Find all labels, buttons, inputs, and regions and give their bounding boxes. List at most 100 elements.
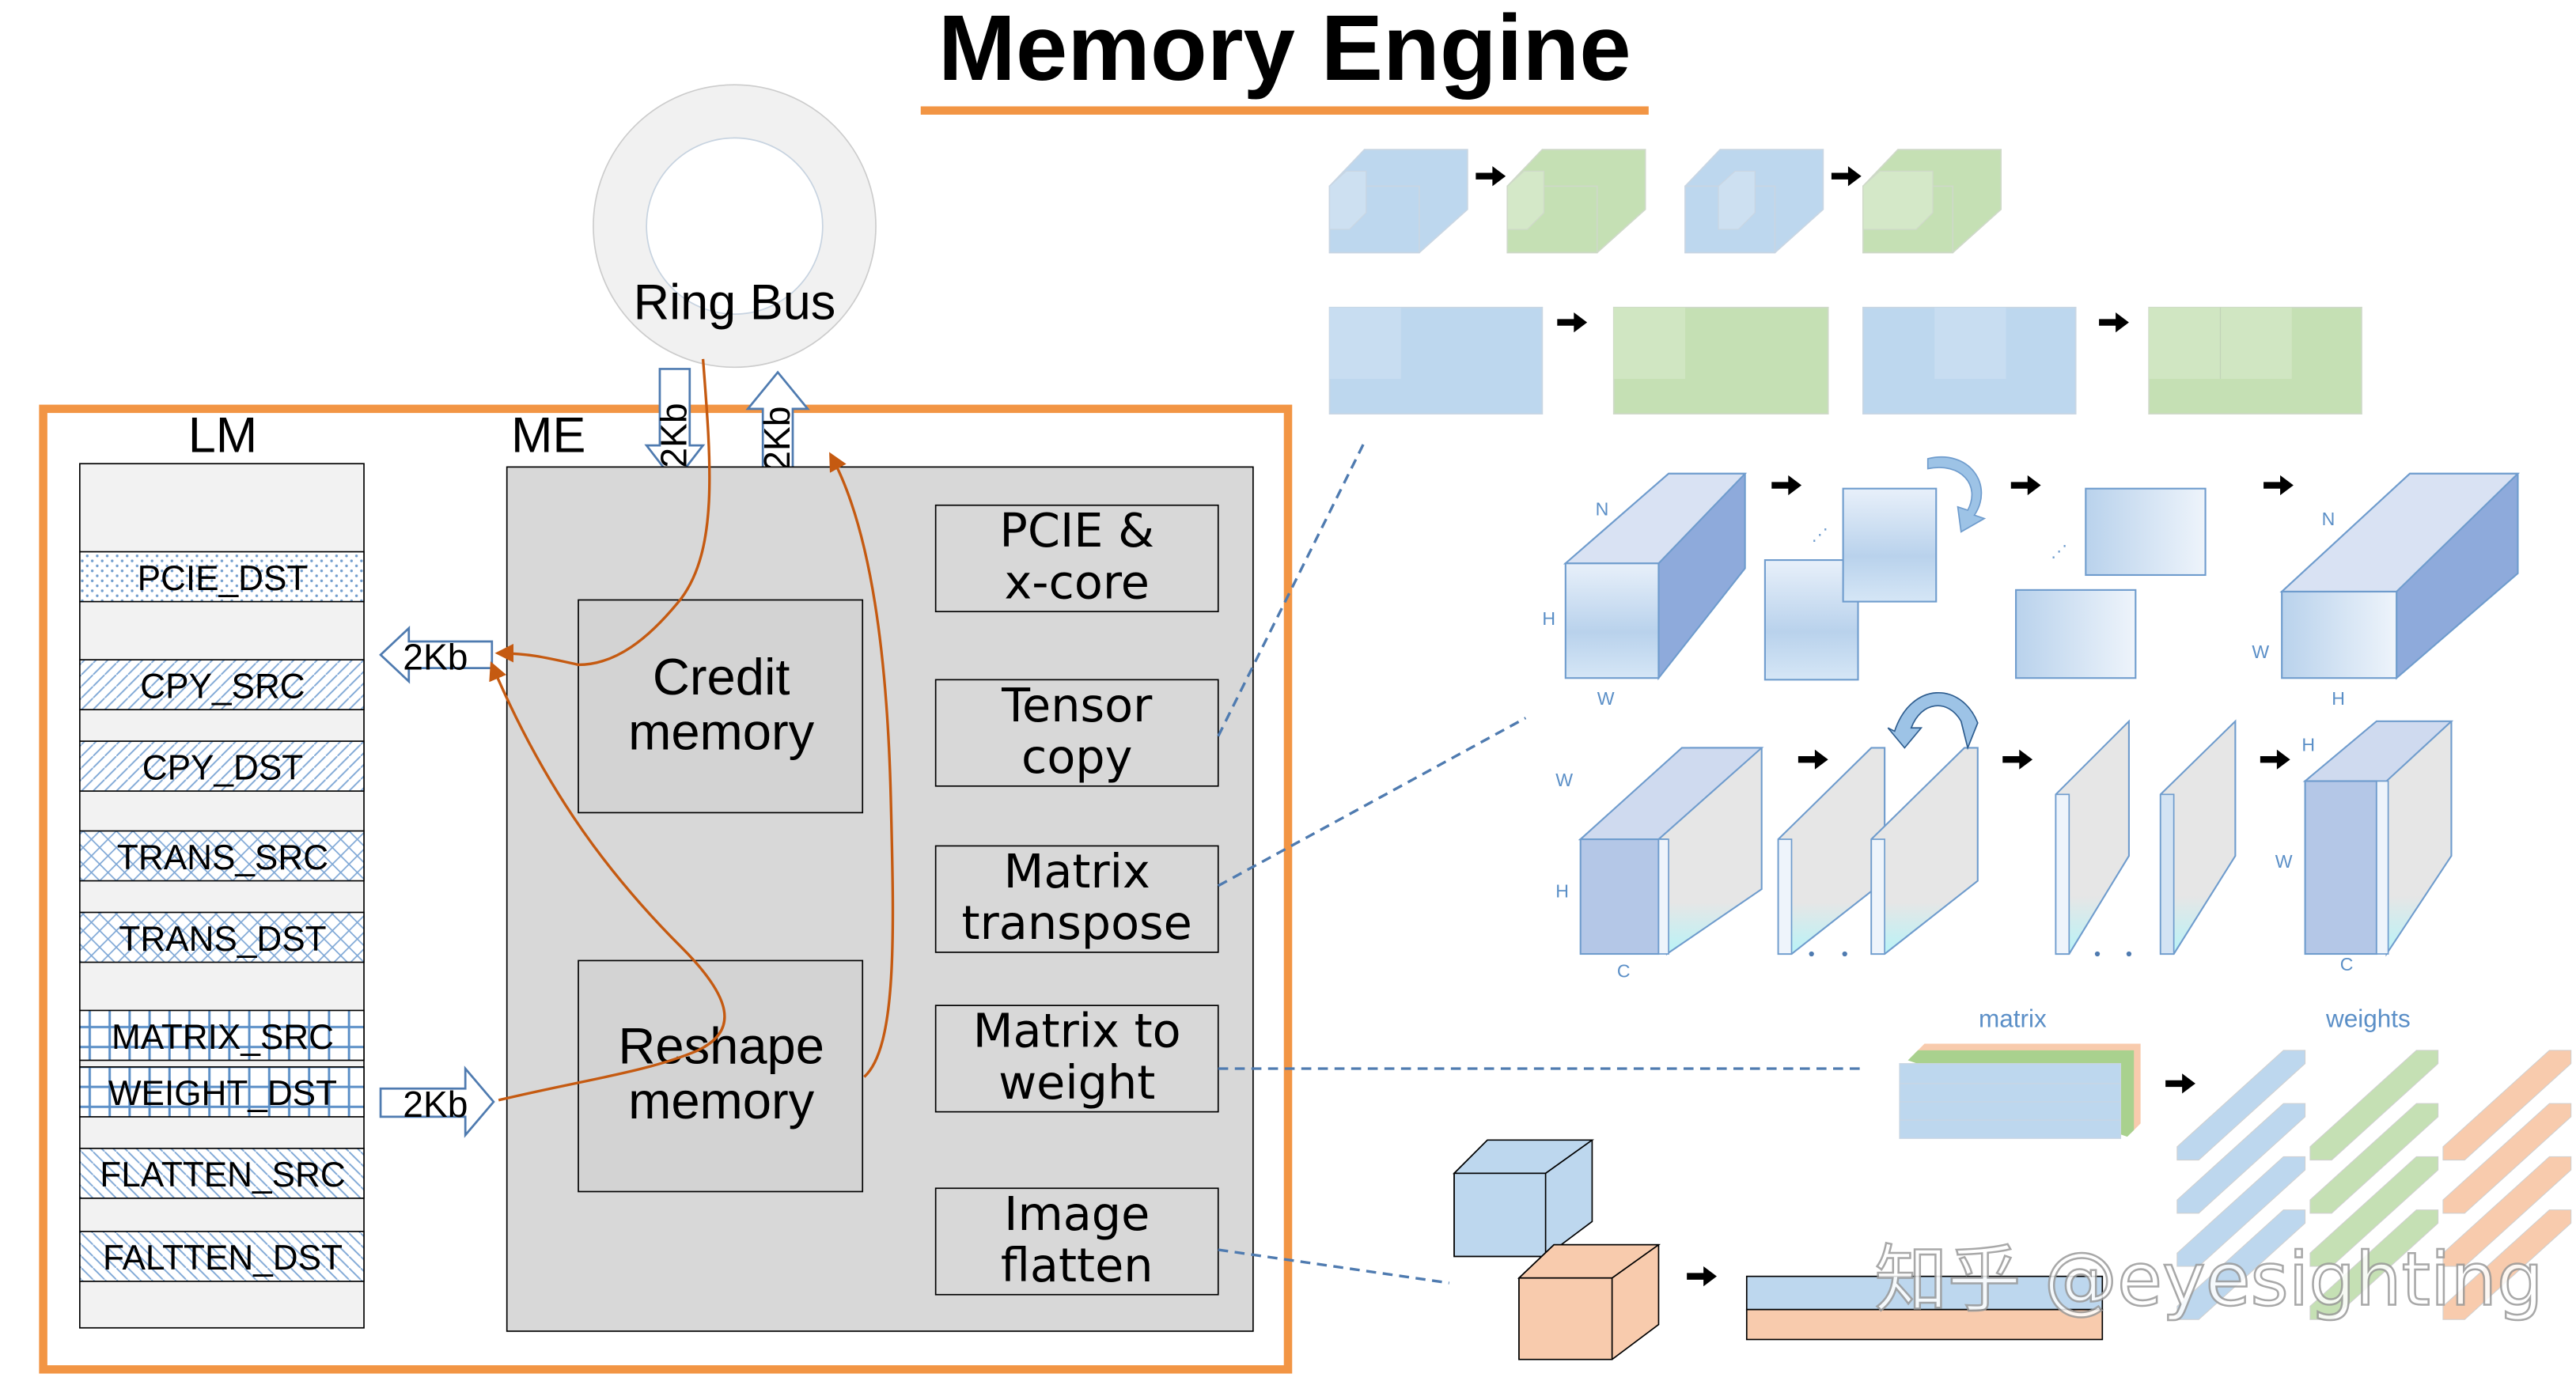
lm-region-trans-dst: TRANS_DST: [78, 911, 365, 963]
weight-bar: [2176, 1103, 2306, 1214]
lm-link-to-me-arrow: 2Kb: [379, 1065, 495, 1138]
arrow-icon: [2263, 475, 2294, 496]
arrow-icon: [2002, 749, 2033, 770]
link-tensor-copy: [1217, 437, 1368, 737]
function-label-line2: flatten: [1001, 1238, 1154, 1292]
axis-label-w: W: [2252, 641, 2269, 662]
tensor-3d-dst-2: [1862, 149, 2002, 254]
weight-bars: [2176, 1050, 2572, 1320]
bus-link-up-label: 2Kb: [756, 407, 797, 471]
tensor-3d-src-2: [1684, 149, 1824, 254]
weight-bar: [2442, 1209, 2572, 1320]
weight-bar: [2309, 1209, 2439, 1320]
function-label-line2: x-core: [1005, 554, 1150, 609]
weight-bar: [2176, 1156, 2306, 1267]
axis-label-h: H: [1542, 608, 1555, 629]
arrow-icon: [1687, 1266, 1717, 1287]
function-label-line1: Matrix to: [973, 1004, 1181, 1058]
axis-label-h: H: [1555, 881, 1569, 902]
lm-region-label: TRANS_SRC: [117, 838, 328, 877]
lm-region-trans-src: TRANS_SRC: [78, 830, 365, 882]
arrow-icon: [2165, 1073, 2195, 1094]
lm-region-faltten-dst: FALTTEN_DST: [78, 1231, 365, 1282]
function-label-line2: weight: [998, 1055, 1155, 1110]
credit-memory-line1: Credit: [653, 648, 790, 706]
matrix-transpose-nhw-illustration: N H W ⋰ ⋰ N W H: [1542, 456, 2521, 709]
lm-region-label: TRANS_DST: [119, 920, 326, 959]
weight-bar: [2309, 1050, 2439, 1161]
ellipsis: ⋰: [2051, 542, 2067, 561]
me-label: ME: [511, 407, 586, 463]
lm-region-label: MATRIX_SRC: [112, 1018, 334, 1057]
me-function-list: PCIE &x-coreTensorcopyMatrixtransposeMat…: [934, 503, 1219, 1296]
bus-link-up-arrow: 2Kb: [745, 370, 810, 485]
watermark: 知乎 @eyesighting: [1875, 1236, 2544, 1322]
lm-region-label: CPY_SRC: [140, 667, 305, 706]
me-function-pcie-x-core: PCIE &x-core: [934, 503, 1219, 613]
bus-link-down-label: 2Kb: [653, 403, 695, 467]
link-matrix-transpose: [1217, 717, 1527, 887]
function-label-line1: Tensor: [1001, 678, 1153, 732]
arrow-icon: [1771, 475, 1802, 496]
slab: [1870, 747, 1979, 955]
lm-region-weight-dst: WEIGHT_DST: [78, 1066, 365, 1118]
rotate-icon: [1926, 456, 1987, 533]
lm-region-cpy-dst: CPY_DST: [78, 740, 365, 792]
data-flow-curves: [489, 358, 895, 1102]
weight-bar: [2442, 1103, 2572, 1214]
rotate-icon: [1887, 692, 1979, 751]
arrow-icon: [2099, 312, 2129, 333]
lm-region-label: PCIE_DST: [138, 559, 309, 598]
matrix-label: matrix: [1979, 1004, 2047, 1032]
slice-back: [1842, 487, 1938, 603]
ellipsis: ⋰: [1812, 525, 1828, 544]
axis-label-w: W: [1597, 688, 1615, 709]
lm-link-to-lm-label: 2Kb: [403, 637, 468, 678]
matrix-to-weight-illustration: matrix weights: [1899, 1004, 2572, 1320]
function-label-line2: copy: [1021, 729, 1132, 784]
reshape-memory-line2: memory: [628, 1072, 815, 1130]
axis-label-n: N: [1596, 498, 1609, 519]
arrow-icon: [2010, 475, 2041, 496]
axis-label-w: W: [1555, 770, 1573, 790]
arrow-icon: [1557, 312, 1588, 333]
lm-region-matrix-src: MATRIX_SRC: [78, 1009, 365, 1061]
flow-ring-to-lm: [494, 358, 711, 667]
bus-link-down-arrow: 2Kb: [644, 368, 706, 484]
image-flatten-illustration: [1453, 1139, 2104, 1360]
arrow-icon: [1476, 166, 1506, 187]
credit-memory-block: Credit memory: [578, 599, 864, 814]
function-label-line1: PCIE &: [999, 503, 1154, 558]
lm-region-list: PCIE_DST CPY_SRC CPY_DST TRANS_SRC TRANS_DST…: [78, 551, 365, 1282]
slice-rotated-front: [2015, 588, 2137, 679]
weight-bar: [2442, 1050, 2572, 1161]
axis-label-h: H: [2332, 688, 2345, 709]
slice-rotated-back: [2085, 487, 2207, 577]
weight-bar: [2176, 1050, 2306, 1161]
tensor-copy-3d-illustration: [1328, 149, 2002, 254]
ring-bus-label: Ring Bus: [634, 274, 836, 330]
flow-lm-to-lm: [489, 661, 726, 1102]
function-label-line1: Matrix: [1004, 844, 1150, 899]
lm-region-label: FLATTEN_SRC: [100, 1156, 345, 1194]
flow-reshape-to-ring: [829, 452, 895, 1078]
reshape-memory-block: Reshape memory: [578, 959, 864, 1193]
lm-region-pcie-dst: PCIE_DST: [78, 551, 365, 603]
link-image-flatten: [1218, 1248, 1450, 1285]
lm-link-to-me-label: 2Kb: [403, 1084, 468, 1125]
lm-label: LM: [188, 407, 258, 463]
lm-region-flatten-src: FLATTEN_SRC: [78, 1148, 365, 1199]
weights-label: weights: [2325, 1004, 2411, 1032]
weight-bar: [2442, 1156, 2572, 1267]
lm-region-label: WEIGHT_DST: [108, 1074, 337, 1113]
function-label-line1: Image: [1004, 1186, 1150, 1241]
slab: [1777, 747, 1886, 955]
lm-region-cpy-src: CPY_SRC: [78, 659, 365, 711]
axis-label-c: C: [1617, 960, 1631, 981]
arrow-icon: [1831, 166, 1862, 187]
axis-label-c: C: [2340, 954, 2354, 974]
dashed-links: [1217, 437, 1862, 1285]
